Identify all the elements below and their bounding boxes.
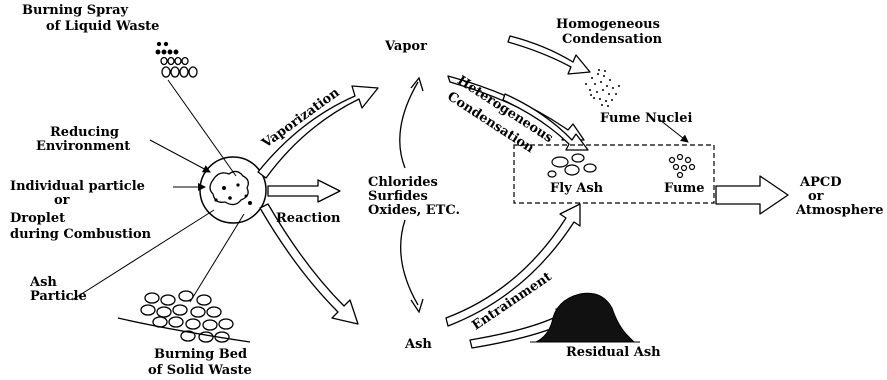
burning-spray-label-line1: Burning Spray (22, 4, 128, 18)
or-label: or (54, 194, 70, 208)
residual-ash-label: Residual Ash (566, 346, 661, 360)
fume-nuclei-label: Fume Nuclei (600, 112, 692, 126)
fume-label: Fume (664, 182, 704, 196)
burning-spray-label-line2: of Liquid Waste (46, 20, 159, 34)
reaction-label: Reaction (276, 212, 340, 226)
atmosphere-label: Atmosphere (796, 204, 884, 218)
vapor-label: Vapor (385, 40, 427, 54)
output-arrow (716, 176, 788, 214)
residual-ash-icon (536, 293, 634, 342)
surfides-label: Surfides (368, 190, 428, 204)
individual-particle-label: Individual particle (10, 180, 145, 194)
ash-label: Ash (405, 338, 432, 352)
burning-bed-label-line2: of Solid Waste (148, 364, 252, 378)
ash-particle-label-line2: Particle (30, 290, 87, 304)
homogeneous-label-line2: Condensation (562, 33, 662, 47)
oxides-label: Oxides, ETC. (368, 204, 460, 218)
reducing-env-label-line1: Reducing (50, 126, 119, 140)
during-combustion-label: during Combustion (10, 228, 151, 242)
reaction-arrow (268, 180, 340, 202)
chlorides-label: Chlorides (368, 176, 438, 190)
burning-bed-label-line1: Burning Bed (154, 348, 247, 362)
burning-bed-icon (118, 291, 250, 342)
apcd-label: APCD (800, 176, 841, 190)
spray-droplets-icon (156, 43, 197, 78)
fume-nuclei-icon (585, 69, 620, 107)
ash-particle-label-line1: Ash (30, 276, 57, 290)
homogeneous-label-line1: Homogeneous (556, 18, 660, 32)
reducing-env-label-line2: Environment (36, 140, 130, 154)
apcd-or-label: or (808, 190, 824, 204)
fly-ash-label: Fly Ash (550, 182, 603, 196)
droplet-label: Droplet (10, 212, 65, 226)
